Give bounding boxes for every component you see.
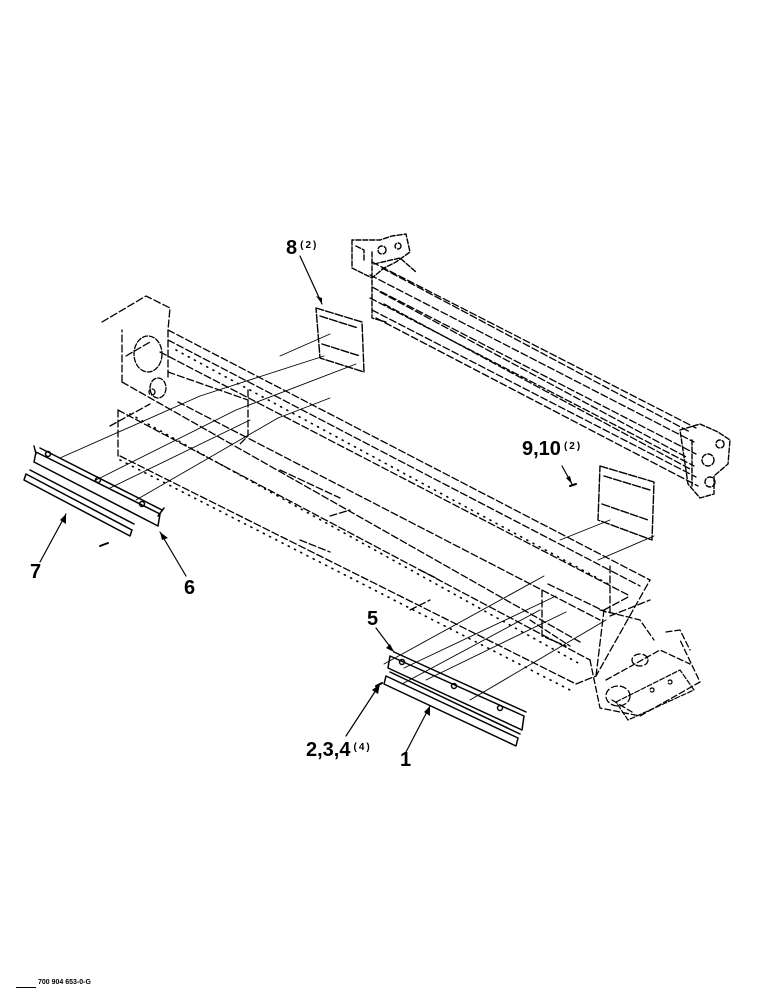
cover-plate-right: [615, 669, 695, 721]
part-8-plate: [315, 307, 365, 373]
callout-9-10: 9,10(2): [522, 439, 582, 459]
arrow-heads: [60, 296, 572, 716]
callout-2-3-4-qty: (4): [353, 742, 372, 753]
callout-5: 5: [367, 609, 378, 629]
leader-arrows: [39, 255, 573, 753]
callout-2-3-4: 2,3,4(4): [306, 740, 372, 760]
drive-housing-right: [529, 609, 701, 717]
leader-2-3-4: [345, 683, 381, 737]
callout-1-number: 1: [400, 749, 412, 771]
callout-6-number: 6: [184, 577, 196, 599]
leader-6: [159, 531, 187, 577]
rear-cross-tube: [369, 261, 699, 487]
frame-round-opening: [133, 335, 167, 399]
callout-2-3-4-number: 2,3,4: [306, 739, 351, 761]
explosion-lines: [59, 333, 655, 701]
tube-end-bracket-right: [679, 423, 731, 499]
callout-9-10-number: 9,10: [522, 438, 561, 460]
leader-1: [405, 705, 431, 753]
callout-8-qty: (2): [300, 240, 319, 251]
callout-8: 8(2): [286, 238, 318, 258]
callout-8-number: 8: [286, 237, 298, 259]
callout-5-number: 5: [367, 608, 379, 630]
tube-end-bracket-left: [351, 233, 417, 323]
callout-9-10-qty: (2): [563, 441, 583, 452]
part-1-5-strips: [383, 651, 527, 747]
drawing-code: 700 904 653-0-G: [38, 979, 91, 986]
callout-6: 6: [184, 578, 195, 598]
callout-7: 7: [30, 562, 41, 582]
part-9-10-plate: [597, 465, 655, 541]
part-6-7-strips: [23, 445, 165, 537]
loose-bolts: [99, 483, 577, 687]
callout-7-number: 7: [30, 561, 42, 583]
leader-8: [299, 255, 323, 305]
leader-7: [39, 513, 67, 563]
drawing-code-rule: [16, 987, 36, 988]
rivet-row-front: [119, 349, 613, 691]
callout-1: 1: [400, 750, 411, 770]
